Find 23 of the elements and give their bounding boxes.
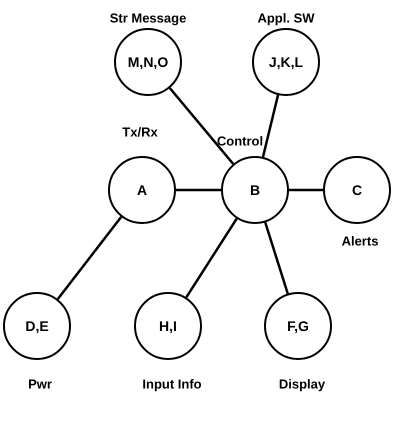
node-label: F,G (287, 318, 309, 334)
connector-line (264, 222, 289, 294)
connector-line (176, 188, 221, 192)
node-label: B (250, 182, 260, 198)
caption-label: Tx/Rx (122, 124, 158, 140)
connector-line (262, 94, 280, 158)
node-label: M,N,O (128, 54, 168, 70)
node-label: H,I (159, 318, 177, 334)
node-label: D,E (25, 318, 49, 334)
caption-label: Pwr (28, 376, 52, 392)
node-label: C (352, 182, 362, 198)
caption-label: Appl. SW (257, 10, 315, 26)
node-label: J,K,L (268, 54, 304, 70)
connector-line (56, 216, 122, 300)
caption-label: Alerts (342, 234, 378, 248)
connector-line (185, 218, 238, 298)
connector-line (168, 87, 234, 165)
caption-label: Display (278, 376, 326, 392)
caption-label: Input Info (142, 376, 202, 392)
connector-line (289, 188, 323, 192)
caption-label: Control (216, 134, 264, 148)
node-label: A (136, 182, 148, 198)
caption-label: Str Message (110, 10, 186, 26)
